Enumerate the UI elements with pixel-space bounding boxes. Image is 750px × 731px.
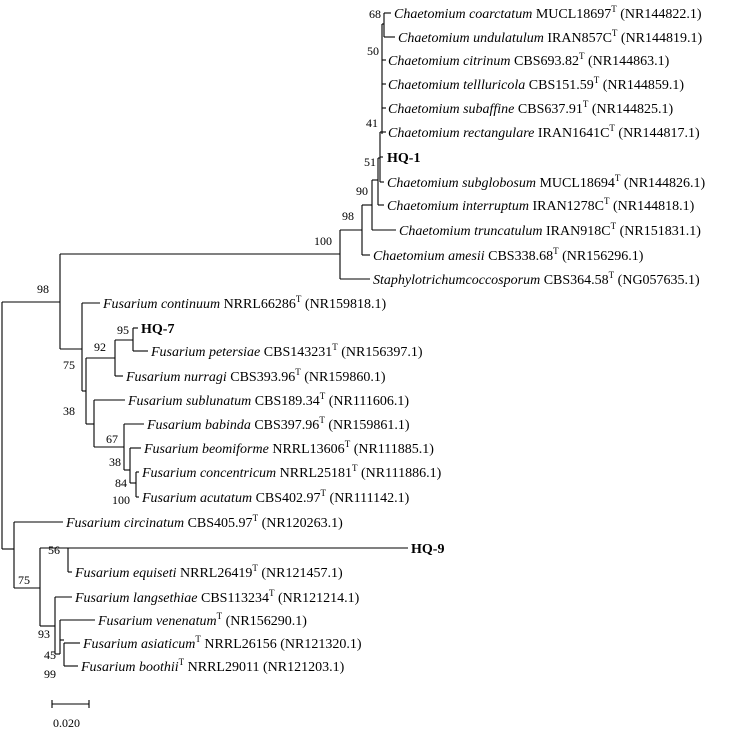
bootstrap-value: 99 [44,667,56,681]
bootstrap-value: 98 [342,209,354,223]
leaf-label: Fusarium petersiae CBS143231T (NR156397.… [150,342,423,360]
bootstrap-value: 50 [367,44,379,58]
leaf-label: Fusarium equiseti NRRL26419T (NR121457.1… [74,563,343,581]
isolate-label-hq1: HQ-1 [387,151,420,166]
bootstrap-value: 100 [112,493,130,507]
bootstrap-value: 75 [63,358,75,372]
bootstrap-value: 90 [356,184,368,198]
bootstrap-value: 100 [314,234,332,248]
leaf-label: Staphylotrichumcoccosporum CBS364.58T (N… [373,270,700,288]
bootstrap-value: 67 [106,432,118,446]
leaf-label: Chaetomium citrinum CBS693.82T (NR144863… [388,51,670,69]
isolate-label-hq7: HQ-7 [141,322,174,337]
bootstrap-value: 51 [364,155,376,169]
leaf-label: Chaetomium tellluricola CBS151.59T (NR14… [388,75,684,93]
bootstrap-value: 41 [366,116,378,130]
leaf-label: Fusarium circinatum CBS405.97T (NR120263… [65,513,343,531]
bootstrap-values: 68 50 41 51 90 98 100 98 95 92 75 38 67 … [18,7,381,681]
leaf-label: Fusarium langsethiae CBS113234T (NR12121… [74,588,360,606]
bootstrap-value: 93 [38,627,50,641]
bootstrap-value: 75 [18,573,30,587]
leaf-label: Fusarium boothiiT NRRL29011 (NR121203.1) [80,657,345,675]
leaf-label: Chaetomium subaffine CBS637.91T (NR14482… [388,99,673,117]
bootstrap-value: 68 [369,7,381,21]
leaf-label: Fusarium concentricum NRRL25181T (NR1118… [141,463,442,481]
leaf-label: Fusarium acutatum CBS402.97T (NR111142.1… [141,488,410,506]
bootstrap-value: 95 [117,323,129,337]
leaf-label: Chaetomium subglobosum MUCL18694T (NR144… [387,173,706,191]
leaf-label: Fusarium babinda CBS397.96T (NR159861.1) [146,415,410,433]
leaf-label: Chaetomium truncatulum IRAN918CT (NR1518… [399,221,701,239]
leaf-label: Fusarium venenatumT (NR156290.1) [97,611,307,629]
scale-bar-label: 0.020 [53,716,80,730]
leaf-label: Fusarium sublunatum CBS189.34T (NR111606… [127,391,409,409]
bootstrap-value: 84 [115,476,127,490]
bootstrap-value: 92 [94,340,106,354]
leaf-label: Fusarium continuum NRRL66286T (NR159818.… [102,294,387,312]
leaf-label: Chaetomium coarctatum MUCL18697T (NR1448… [394,4,702,22]
bootstrap-value: 38 [63,404,75,418]
leaf-label: Fusarium beomiforme NRRL13606T (NR111885… [143,439,434,457]
isolate-label-hq9: HQ-9 [411,542,444,557]
bootstrap-value: 38 [109,455,121,469]
bootstrap-value: 56 [48,543,60,557]
leaf-label: Chaetomium interruptum IRAN1278CT (NR144… [387,196,695,214]
leaf-label: Fusarium asiaticumT NRRL26156 (NR121320.… [82,634,362,652]
bootstrap-value: 45 [44,648,56,662]
bootstrap-value: 98 [37,282,49,296]
tree-branches [1,12,408,667]
leaf-label: Chaetomium undulatulum IRAN857CT (NR1448… [398,28,703,46]
leaf-label: Chaetomium amesii CBS338.68T (NR156296.1… [373,246,644,264]
leaf-label: Fusarium nurragi CBS393.96T (NR159860.1) [125,367,386,385]
tree-leaf-labels: Chaetomium coarctatum MUCL18697T (NR1448… [65,4,706,675]
leaf-label: Chaetomium rectangulare IRAN1641CT (NR14… [388,123,700,141]
scale-bar: 0.020 [51,700,90,730]
